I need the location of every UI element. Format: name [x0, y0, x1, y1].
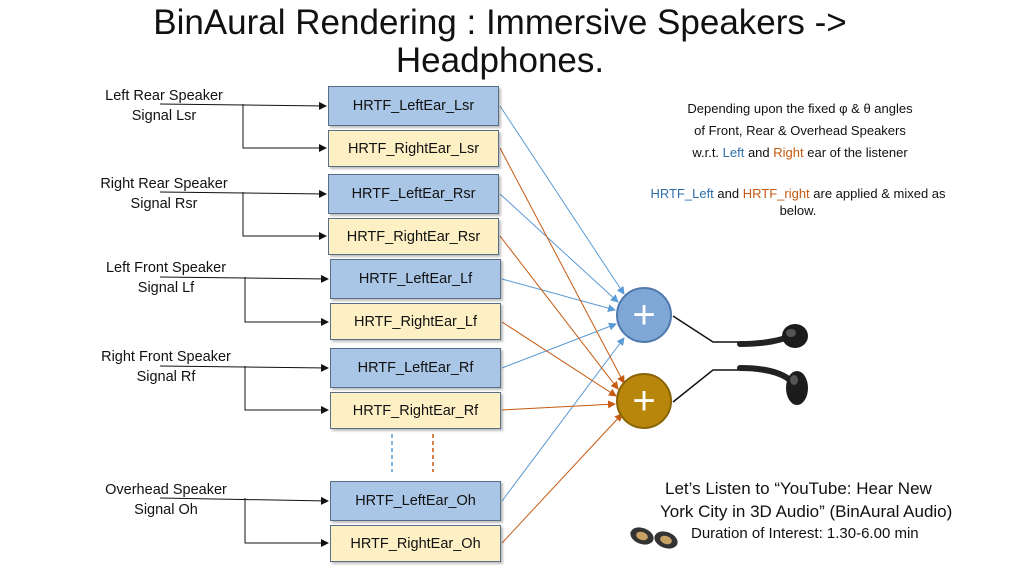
angle-note: Depending upon the fixed φ & θ angles of…	[687, 101, 913, 160]
speaker-label-lsr: Left Rear Speaker Signal Lsr	[105, 88, 223, 124]
speaker-icon	[630, 527, 678, 549]
applied-note: HRTF_Left and HRTF_right are applied & m…	[650, 186, 946, 218]
input-arrows	[159, 101, 329, 547]
listen-note: Let’s Listen to “YouTube: Hear New York …	[660, 479, 953, 521]
duration-note: Duration of Interest: 1.30-6.00 min	[691, 525, 919, 542]
right-ear-sum-node: +	[616, 373, 672, 429]
right-earphone-cable	[672, 369, 745, 403]
speaker-label-rsr: Right Rear Speaker Signal Rsr	[100, 176, 228, 212]
hrtf-right-ear-lsr: HRTF_RightEar_Lsr	[328, 130, 499, 167]
earphone-icon	[737, 365, 808, 405]
page-title: BinAural Rendering : Immersive Speakers …	[0, 4, 1000, 80]
earphone-icon	[737, 324, 808, 348]
right-ear-wires	[499, 147, 625, 544]
hrtf-left-ear-lf: HRTF_LeftEar_Lf	[330, 259, 501, 299]
speaker-label-lf: Left Front Speaker Signal Lf	[105, 260, 227, 296]
hrtf-left-ear-rsr: HRTF_LeftEar_Rsr	[328, 174, 499, 214]
title-line-1: BinAural Rendering : Immersive Speakers …	[153, 3, 847, 42]
speaker-label-oh: Overhead Speaker Signal Oh	[105, 482, 227, 518]
left-ear-wires	[499, 105, 625, 502]
hrtf-right-ear-oh: HRTF_RightEar_Oh	[330, 525, 501, 562]
left-ear-sum-node: +	[616, 287, 672, 343]
left-earphone-cable	[672, 315, 745, 343]
title-line-2: Headphones.	[395, 41, 605, 80]
hrtf-left-ear-lsr: HRTF_LeftEar_Lsr	[328, 86, 499, 126]
hrtf-right-ear-lf: HRTF_RightEar_Lf	[330, 303, 501, 340]
hrtf-right-ear-rsr: HRTF_RightEar_Rsr	[328, 218, 499, 255]
hrtf-left-ear-oh: HRTF_LeftEar_Oh	[330, 481, 501, 521]
hrtf-left-ear-rf: HRTF_LeftEar_Rf	[330, 348, 501, 388]
hrtf-right-ear-rf: HRTF_RightEar_Rf	[330, 392, 501, 429]
speaker-label-rf: Right Front Speaker Signal Rf	[101, 349, 231, 385]
